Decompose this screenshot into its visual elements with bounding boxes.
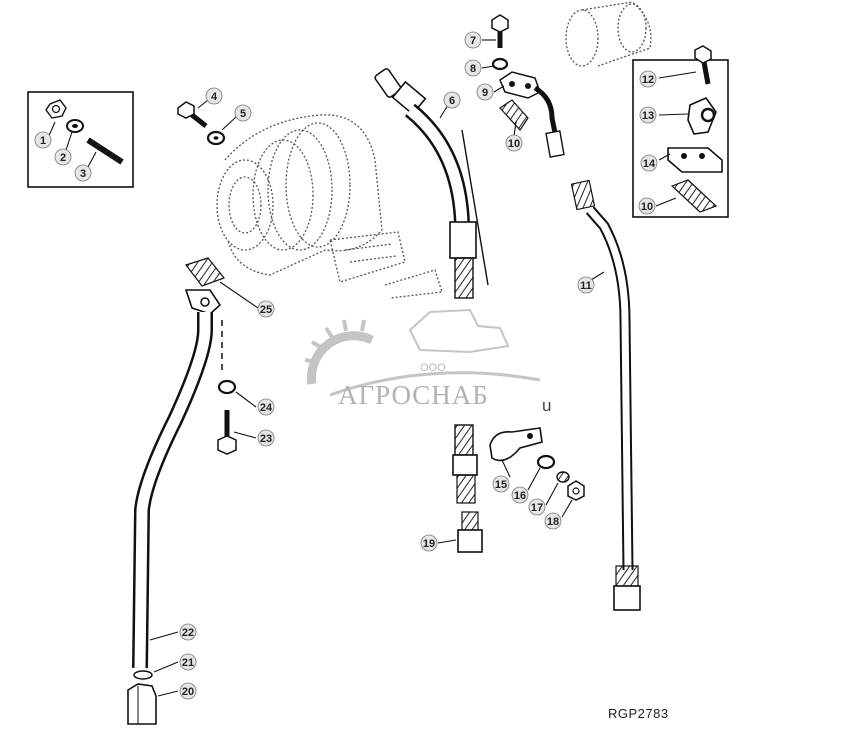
bolt-part-23 (217, 410, 237, 455)
callout-label: 9 (482, 87, 488, 99)
elbow-fitting-outline (565, 1, 652, 67)
inset-box-right (632, 59, 729, 218)
callout-21: 21 (179, 653, 197, 671)
callout-label: 6 (449, 95, 455, 107)
callout-label: 7 (470, 35, 476, 47)
washer-part-5 (206, 130, 226, 146)
callout-10a: 10 (505, 134, 523, 152)
fitting-part-19 (457, 511, 483, 553)
nut-part (45, 99, 67, 119)
callout-9: 9 (476, 83, 494, 101)
lock-washer-part-17 (556, 471, 570, 483)
inset-box-left (27, 91, 134, 188)
hose-part-6 (374, 68, 489, 504)
pipe-part-11 (570, 179, 641, 611)
callout-6: 6 (443, 91, 461, 109)
callout-17: 17 (528, 498, 546, 516)
washer-part-8 (491, 57, 509, 71)
callout-label: 10 (641, 201, 653, 213)
gasket-part-10b (670, 179, 718, 213)
gasket-part-25 (185, 257, 225, 287)
callout-2: 2 (54, 148, 72, 166)
callout-label: 2 (60, 152, 66, 164)
callout-label: 19 (423, 538, 435, 550)
callout-label: 4 (211, 91, 218, 103)
callout-label: 11 (580, 280, 592, 292)
bolt-part-7 (491, 14, 509, 48)
callout-label: 16 (514, 490, 526, 502)
callout-label: 3 (80, 168, 86, 180)
callout-24: 24 (257, 398, 275, 416)
callout-16: 16 (511, 486, 529, 504)
callout-7: 7 (464, 31, 482, 49)
block-part-14 (667, 147, 723, 173)
callout-8: 8 (464, 59, 482, 77)
callout-25: 25 (257, 300, 275, 318)
callout-3: 3 (74, 164, 92, 182)
callout-label: 21 (182, 657, 194, 669)
watermark-logo (304, 308, 541, 397)
turbocharger-outline (216, 114, 443, 299)
callout-15: 15 (492, 475, 510, 493)
callout-label: 12 (642, 74, 654, 86)
callout-23: 23 (257, 429, 275, 447)
callout-label: 5 (240, 108, 246, 120)
callout-label: 15 (495, 479, 507, 491)
callout-label: 18 (547, 516, 559, 528)
callout-4: 4 (205, 87, 223, 105)
callout-1: 1 (34, 131, 52, 149)
callout-label: 25 (260, 304, 272, 316)
callout-10b: 10 (638, 197, 656, 215)
callout-label: 1 (40, 135, 46, 147)
watermark-backdrop (300, 300, 550, 420)
callout-label: 10 (508, 138, 520, 150)
nut-part-18 (567, 480, 585, 501)
connector-part-20 (127, 683, 157, 725)
callout-22: 22 (179, 623, 197, 641)
callout-11: 11 (577, 276, 595, 294)
gasket-part-10a (499, 99, 529, 131)
callout-label: 8 (470, 63, 476, 75)
callout-18: 18 (544, 512, 562, 530)
callout-20: 20 (179, 682, 197, 700)
seal-ring-part-21 (133, 670, 153, 680)
callout-19: 19 (420, 534, 438, 552)
callout-5: 5 (234, 104, 252, 122)
washer-part-16 (536, 454, 556, 470)
callout-label: 22 (182, 627, 194, 639)
callout-12: 12 (639, 70, 657, 88)
callout-label: 17 (531, 502, 543, 514)
washer-part (66, 119, 84, 133)
callout-13: 13 (639, 106, 657, 124)
callout-label: 14 (643, 158, 656, 170)
washer-part-24 (217, 379, 237, 395)
fitting-part-9 (499, 71, 565, 158)
pipe-part-22 (132, 289, 223, 669)
callout-label: 24 (260, 402, 273, 414)
callout-14: 14 (640, 154, 658, 172)
stud-part (86, 137, 124, 165)
bolt-part-12 (694, 45, 712, 85)
bolt-part-4 (177, 101, 208, 128)
elbow-part-13 (687, 97, 717, 135)
callout-label: 20 (182, 686, 194, 698)
diagram-reference-code: RGP2783 (608, 706, 669, 721)
callout-label: 23 (260, 433, 272, 445)
leader-lines (47, 39, 697, 697)
callout-label: 13 (642, 110, 654, 122)
clamp-part-15 (489, 427, 543, 462)
